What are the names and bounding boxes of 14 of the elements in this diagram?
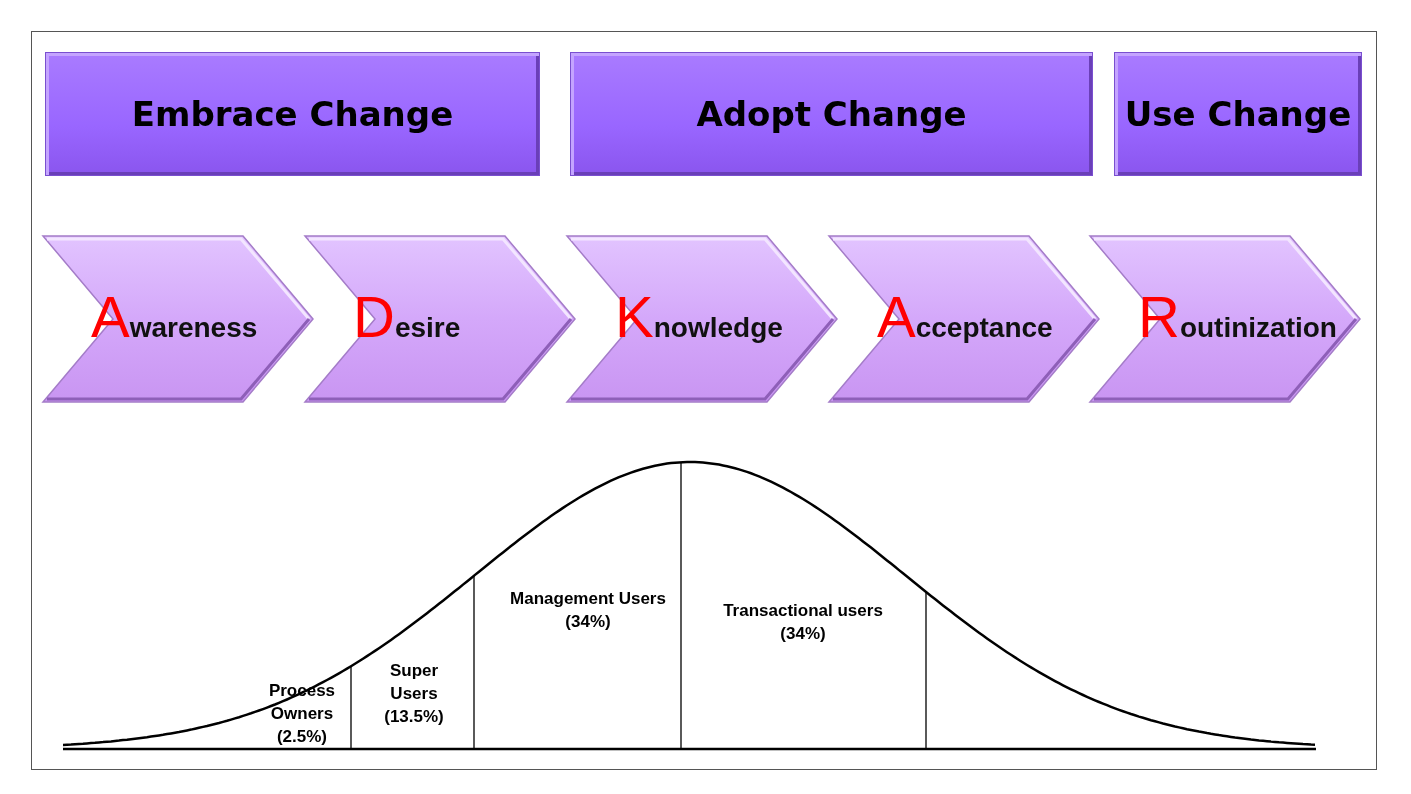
step-label: Routinization <box>1138 288 1337 346</box>
phase-title: Adopt Change <box>696 94 967 134</box>
segment-label: Super Users (13.5%) <box>383 660 445 728</box>
phase-title: Embrace Change <box>131 94 454 134</box>
phase-title: Use Change <box>1124 94 1352 134</box>
phase-box <box>570 52 1093 176</box>
step-label: Acceptance <box>877 288 1053 346</box>
step-label: Awareness <box>91 288 258 346</box>
phase-box <box>45 52 540 176</box>
segment-label: Transactional users (34%) <box>722 600 884 645</box>
phase-box <box>1114 52 1362 176</box>
segment-label: Management Users (34%) <box>509 588 667 633</box>
step-label: Knowledge <box>615 288 783 346</box>
step-label: Desire <box>353 288 461 346</box>
